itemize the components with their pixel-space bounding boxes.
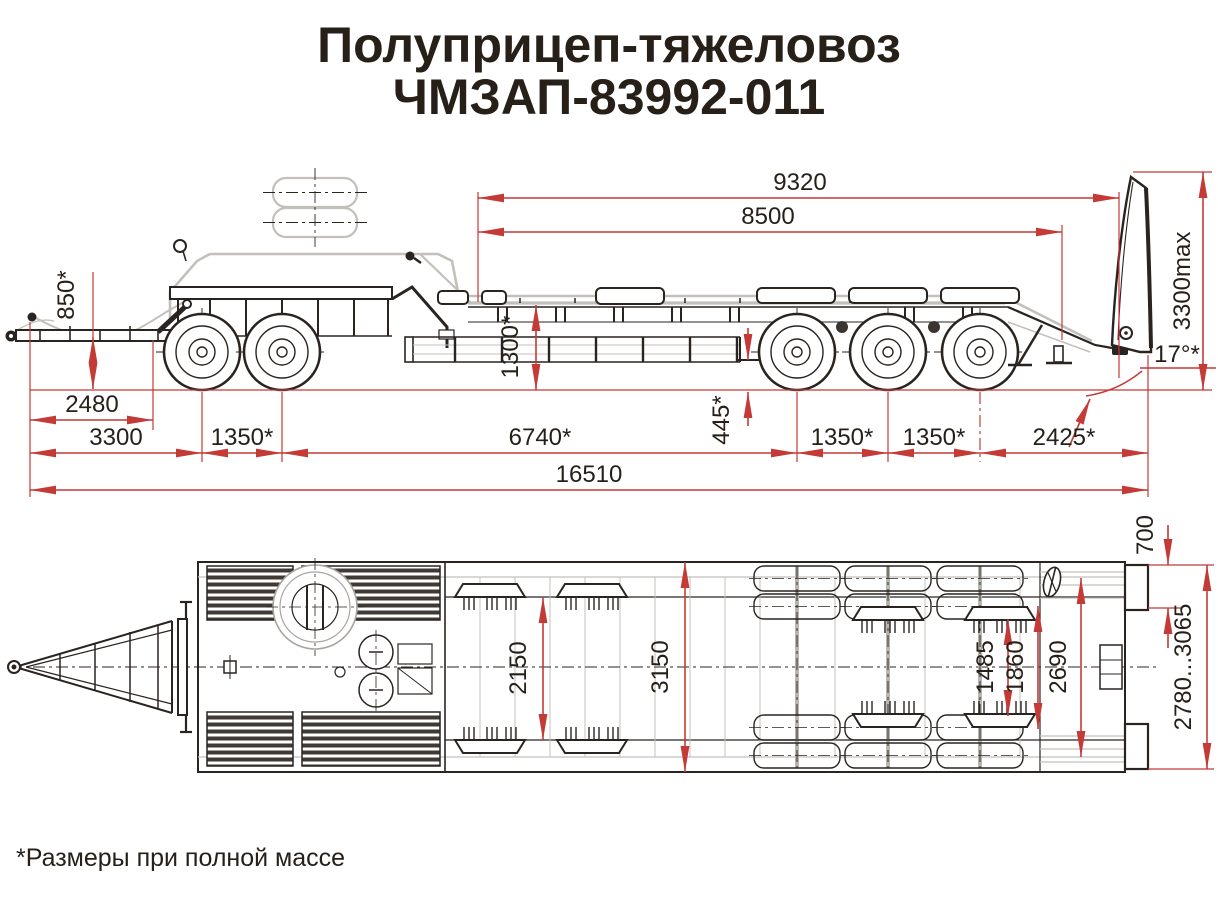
dim-8500: 8500 (741, 203, 794, 230)
dim-9320: 9320 (773, 169, 826, 196)
plan-drawbar (7, 600, 192, 734)
dim-1350-front: 1350* (211, 424, 274, 451)
dim-2480: 2480 (65, 391, 118, 418)
wheel-fenders (437, 287, 1020, 305)
footnote: *Размеры при полной массе (16, 844, 345, 872)
side-guard-beam (404, 336, 760, 363)
dim-2425: 2425* (1033, 424, 1096, 451)
dim-1300: 1300* (497, 316, 524, 379)
plan-equipment (223, 630, 433, 712)
spare-wheels (263, 168, 367, 247)
title-line-1: Полуприцеп-тяжеловоз (317, 17, 901, 73)
dim-3150: 3150 (647, 640, 674, 693)
dim-16510: 16510 (556, 461, 623, 488)
side-view-dimensions: 9320 8500 3300max 850* 1300* 445* 17°* 2… (29, 169, 1216, 497)
dim-2150: 2150 (505, 641, 532, 694)
plan-ramp-block-bottom (1123, 722, 1150, 771)
dim-2780-3065: 2780...3065 (1170, 604, 1197, 731)
dim-700: 700 (1132, 515, 1159, 555)
plan-view-dimensions: 2150 3150 1485 1860 2690 2780...3065 700 (505, 515, 1214, 772)
plan-view-drawing (7, 558, 1160, 773)
dim-445: 445* (708, 395, 735, 444)
side-view-drawing (5, 168, 1153, 394)
dim-1350-rear-1: 1350* (811, 424, 874, 451)
plan-hand-pump (1042, 566, 1062, 598)
plan-turntable (266, 558, 364, 656)
dim-3300: 3300 (89, 424, 142, 451)
dim-3300max: 3300max (1169, 232, 1196, 331)
dim-2690: 2690 (1045, 640, 1072, 693)
page-title: Полуприцеп-тяжеловоз ЧМЗАП-83992-011 (317, 17, 901, 125)
dim-850: 850* (53, 270, 80, 319)
plan-ramp-block-top (1123, 563, 1150, 612)
dim-1350-rear-2: 1350* (903, 424, 966, 451)
dim-1860: 1860 (1002, 640, 1029, 693)
title-line-2: ЧМЗАП-83992-011 (393, 69, 826, 125)
dim-1485: 1485 (972, 640, 999, 693)
dim-6740: 6740* (509, 424, 572, 451)
dim-angle-17: 17°* (1154, 341, 1200, 368)
